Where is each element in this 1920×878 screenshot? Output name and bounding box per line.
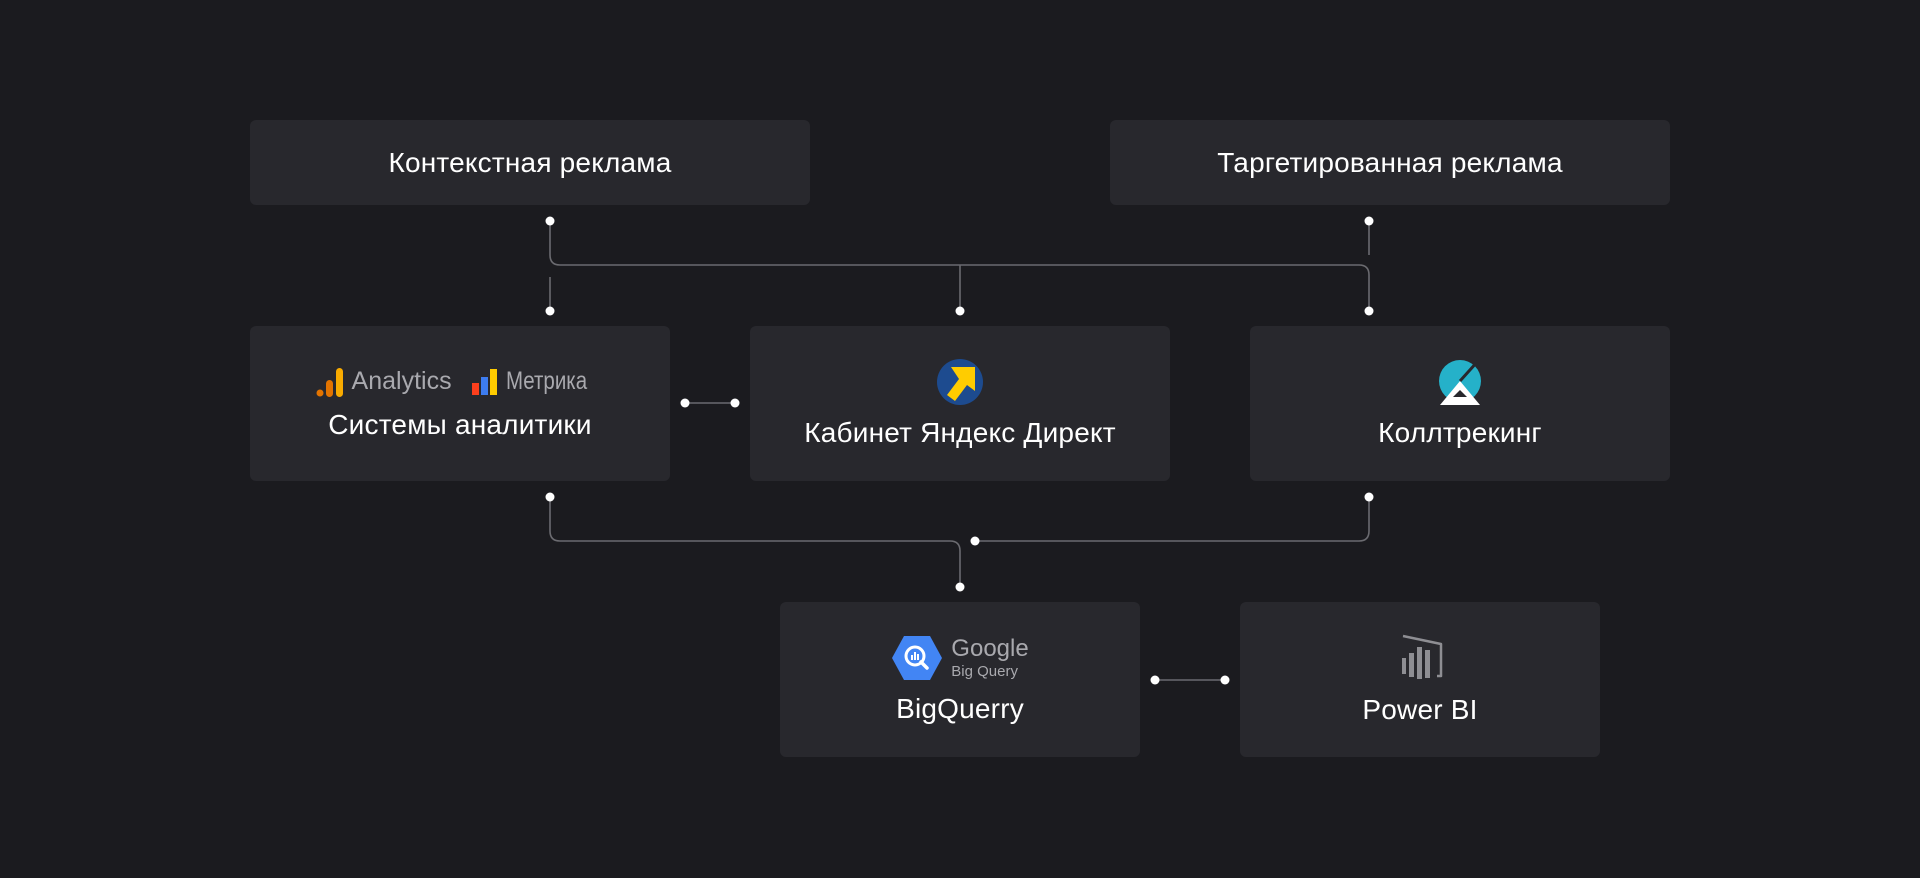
- connector-dot: [955, 582, 965, 592]
- node-calltracking-label: Коллтрекинг: [1378, 416, 1542, 448]
- connector-dot: [1150, 675, 1160, 685]
- google-bigquery-icon: [891, 635, 943, 681]
- node-targeted-ads: Таргетированная реклама: [1110, 120, 1670, 205]
- node-analytics-label: Системы аналитики: [328, 408, 592, 440]
- connector-dot: [955, 306, 965, 316]
- node-context-ads: Контекстная реклама: [250, 120, 810, 205]
- connector-dot: [1364, 216, 1374, 226]
- google-analytics-icon: [316, 367, 344, 397]
- node-calltracking: Коллтрекинг: [1250, 326, 1670, 481]
- node-context-ads-label: Контекстная реклама: [388, 146, 672, 178]
- node-powerbi-label: Power BI: [1362, 693, 1478, 725]
- connector-analytics-to-bigquery: [549, 497, 961, 587]
- node-targeted-ads-label: Таргетированная реклама: [1217, 146, 1563, 178]
- connector-dot: [1364, 306, 1374, 316]
- bigquery-logo: Google Big Query: [891, 634, 1029, 681]
- power-bi-icon: [1397, 634, 1443, 682]
- bigquery-logo-google: Google: [951, 634, 1029, 662]
- yandex-metrica-icon: [471, 368, 498, 395]
- connector-calltracking-to-bigquery: [975, 497, 1370, 542]
- connector-context-to-targets: [549, 221, 1370, 310]
- analytics-logo-text: Analytics: [351, 367, 452, 395]
- calltracking-icon: [1438, 359, 1482, 405]
- connector-dot: [730, 398, 740, 408]
- metrica-logo-text: Метрика: [505, 367, 587, 395]
- connector-dot: [970, 536, 980, 546]
- bigquery-logo-subtext: Big Query: [951, 662, 1018, 680]
- node-yandex-direct: Кабинет Яндекс Директ: [750, 326, 1170, 481]
- analytics-logos: Analytics Метрика: [316, 367, 605, 397]
- connector-dot: [545, 492, 555, 502]
- connector-dot: [545, 306, 555, 316]
- connector-dot: [545, 216, 555, 226]
- bigquery-logo-text: Google Big Query: [951, 634, 1029, 680]
- connector-dot: [1220, 675, 1230, 685]
- node-analytics: Analytics Метрика Системы аналитики: [250, 326, 670, 481]
- node-powerbi: Power BI: [1240, 602, 1600, 757]
- node-bigquery-label: BigQuerry: [896, 692, 1024, 724]
- connector-dot: [680, 398, 690, 408]
- node-bigquery: Google Big Query BigQuerry: [780, 602, 1140, 757]
- connector-dot: [1364, 492, 1374, 502]
- yandex-direct-icon: [937, 358, 983, 405]
- node-yandex-direct-label: Кабинет Яндекс Директ: [804, 416, 1116, 448]
